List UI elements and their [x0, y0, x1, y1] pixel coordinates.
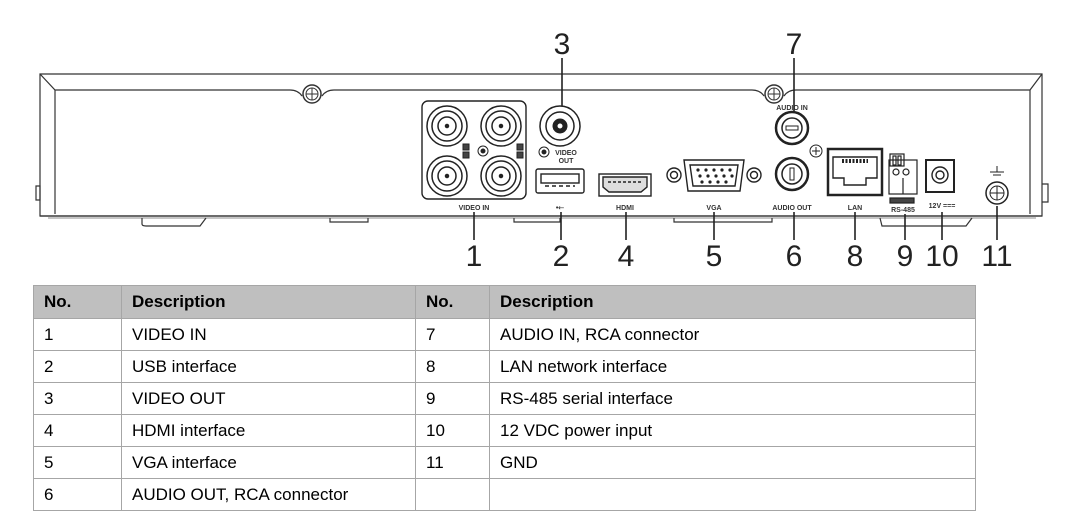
usb-port	[535, 168, 585, 194]
port-description-table: No. Description No. Description 1 VIDEO …	[33, 285, 976, 511]
cell-no: 7	[415, 318, 490, 351]
hdmi-port	[598, 173, 652, 197]
chassis-screw-icon	[302, 84, 322, 104]
power-label: 12V ===	[929, 203, 956, 210]
header-description-right: Description	[489, 285, 976, 319]
header-no-left: No.	[33, 285, 122, 319]
cell-description: AUDIO IN, RCA connector	[489, 318, 976, 351]
dvr-rear-panel-diagram: VIDEO IN VIDEO OUT •⇽ HDMI VGA AUDIO IN	[35, 28, 1049, 273]
callout-6: 6	[786, 240, 803, 273]
audio-screw-icon	[809, 144, 823, 158]
ground-terminal-icon	[985, 166, 1009, 205]
cell-description: LAN network interface	[489, 350, 976, 383]
chassis	[35, 73, 1049, 227]
table-header-row: No. Description No. Description	[33, 285, 976, 319]
cell-no: 1	[33, 318, 122, 351]
cell-no: 8	[415, 350, 490, 383]
table-row: 4 HDMI interface 10 12 VDC power input	[33, 414, 976, 447]
header-no-right: No.	[415, 285, 490, 319]
table-row: 6 AUDIO OUT, RCA connector	[33, 478, 976, 511]
cell-description: 12 VDC power input	[489, 414, 976, 447]
table-row: 2 USB interface 8 LAN network interface	[33, 350, 976, 383]
rs485-terminal-port	[888, 153, 918, 204]
header-description-left: Description	[121, 285, 416, 319]
table-row: 5 VGA interface 11 GND	[33, 446, 976, 479]
video-out-label-line1: VIDEO	[555, 150, 577, 157]
audio-in-label: AUDIO IN	[776, 105, 808, 112]
table-row: 3 VIDEO OUT 9 RS-485 serial interface	[33, 382, 976, 415]
cell-no: 4	[33, 414, 122, 447]
callout-7: 7	[786, 28, 803, 61]
cell-no: 2	[33, 350, 122, 383]
cell-description: HDMI interface	[121, 414, 416, 447]
hdmi-label: HDMI	[616, 205, 634, 212]
cell-no: 6	[33, 478, 122, 511]
vga-port	[666, 159, 762, 192]
callout-leader-lines	[473, 58, 998, 240]
cell-no: 3	[33, 382, 122, 415]
cell-description: VIDEO IN	[121, 318, 416, 351]
callout-3: 3	[554, 28, 571, 61]
callout-4: 4	[618, 240, 635, 273]
cell-no: 10	[415, 414, 490, 447]
power-dc-port	[925, 159, 955, 193]
cell-description: VIDEO OUT	[121, 382, 416, 415]
callout-11: 11	[981, 240, 1012, 273]
lan-port	[826, 147, 884, 197]
cell-description	[489, 478, 976, 511]
video-out-bnc-port	[538, 105, 581, 158]
audio-out-rca-port	[774, 156, 810, 192]
lan-label: LAN	[848, 205, 862, 212]
callout-5: 5	[706, 240, 723, 273]
video-in-bnc-ports	[421, 100, 527, 200]
chassis-screw-icon	[764, 84, 784, 104]
video-out-label-line2: OUT	[559, 158, 575, 165]
audio-out-label: AUDIO OUT	[772, 205, 812, 212]
cell-no: 9	[415, 382, 490, 415]
cell-description: VGA interface	[121, 446, 416, 479]
cell-description: GND	[489, 446, 976, 479]
cell-description: AUDIO OUT, RCA connector	[121, 478, 416, 511]
audio-in-rca-port	[774, 110, 810, 146]
rs485-label: RS-485	[891, 207, 915, 214]
callout-8: 8	[847, 240, 864, 273]
callout-1: 1	[466, 240, 483, 273]
video-in-label: VIDEO IN	[459, 205, 490, 212]
cell-description: RS-485 serial interface	[489, 382, 976, 415]
cell-description: USB interface	[121, 350, 416, 383]
cell-no: 5	[33, 446, 122, 479]
cell-no: 11	[415, 446, 490, 479]
callout-10: 10	[925, 240, 958, 273]
callout-9: 9	[897, 240, 914, 273]
usb-label: •⇽	[556, 205, 564, 212]
table-row: 1 VIDEO IN 7 AUDIO IN, RCA connector	[33, 318, 976, 351]
callout-2: 2	[553, 240, 570, 273]
cell-no	[415, 478, 490, 511]
vga-label: VGA	[706, 205, 721, 212]
